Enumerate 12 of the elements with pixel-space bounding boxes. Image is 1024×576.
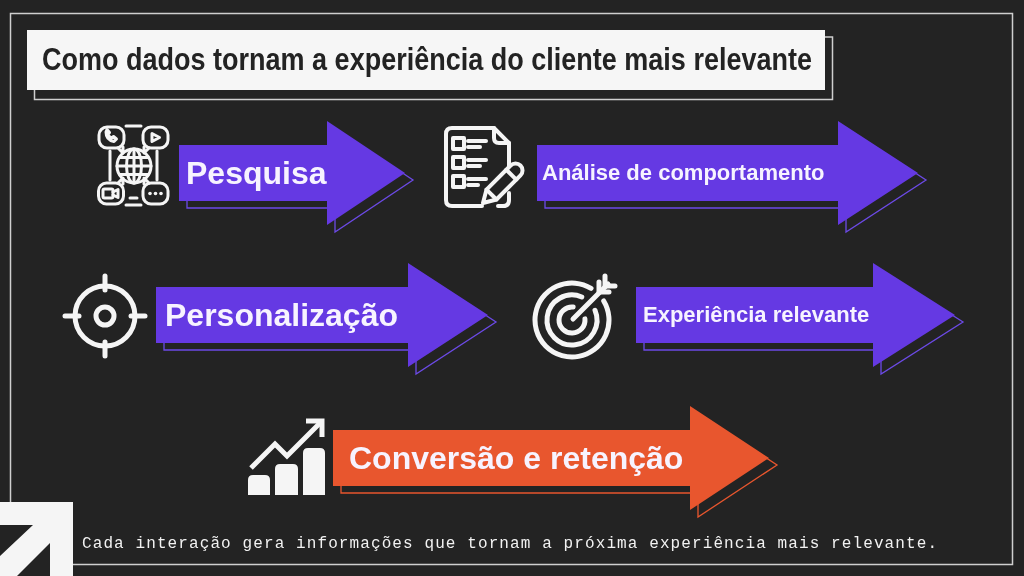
arrow-shape xyxy=(537,121,928,234)
arrow-shape xyxy=(156,263,498,376)
step-label: Conversão e retenção xyxy=(349,439,684,477)
step-label: Experiência relevante xyxy=(643,302,870,328)
arrow-shape xyxy=(179,121,415,234)
caption-text: Cada interação gera informações que tornam a próxima experiência mais relevante. xyxy=(82,535,939,555)
step-label: Personalização xyxy=(165,296,398,334)
title-text: Como dados tornam a experiência do cliente mais relevante xyxy=(42,42,812,78)
step-label: Análise de comportamento xyxy=(542,160,825,186)
arrow-shape xyxy=(333,406,779,519)
arrow-shape xyxy=(636,263,965,376)
step-label: Pesquisa xyxy=(186,154,327,192)
